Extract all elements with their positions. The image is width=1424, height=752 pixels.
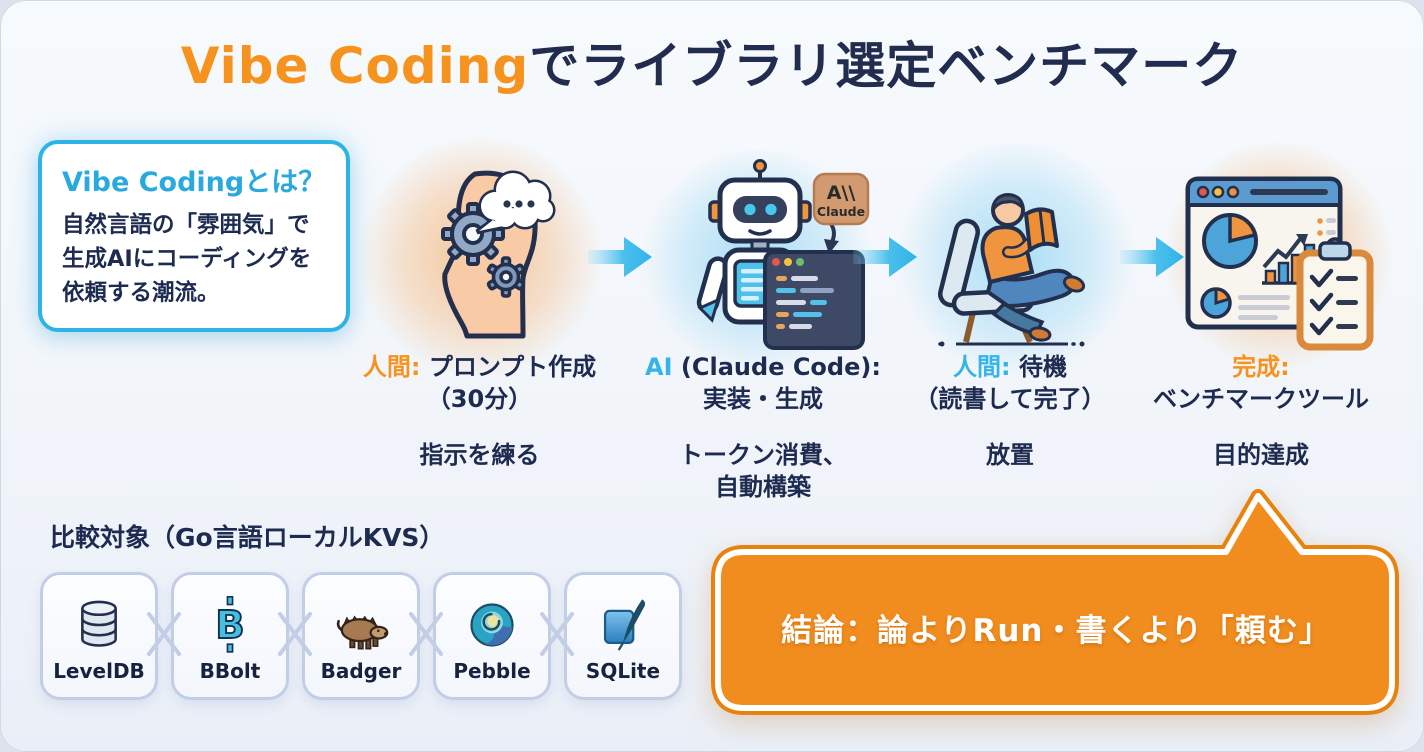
- reading-person-icon: [938, 193, 1086, 347]
- title-highlight: Vibe Coding: [180, 37, 530, 95]
- svg-text:B: B: [215, 603, 244, 648]
- page-title: Vibe Codingでライブラリ選定ベンチマーク: [0, 26, 1424, 98]
- flow-arrow-icon: [853, 237, 917, 277]
- card-connector-icon: [409, 612, 443, 656]
- step-label-line2: 実装・生成: [703, 384, 823, 413]
- pebble-swirl-icon: [470, 603, 514, 647]
- flow-arrow-icon: [588, 237, 652, 277]
- ai-robot-icon: A\\ Claude: [696, 159, 870, 350]
- kvs-label: LevelDB: [53, 659, 145, 683]
- step-sublabel: トークン消費、自動構築: [679, 440, 847, 501]
- bolt-b-icon: B: [214, 596, 246, 653]
- step-caption-complete: 完成: ベンチマークツール 目的達成: [1136, 352, 1386, 472]
- step-label: 人間: プロンプト作成: [362, 353, 597, 381]
- conclusion-text: 結論：論よりRun・書くより「頼む」: [781, 612, 1331, 649]
- claude-logo-mark: A\\: [827, 182, 856, 204]
- card-connector-icon: [278, 612, 312, 656]
- title-rest: でライブラリ選定ベンチマーク: [529, 37, 1244, 95]
- kvs-label: Pebble: [453, 659, 531, 683]
- claude-badge-label: Claude: [817, 204, 865, 219]
- step-label: 完成:: [1232, 353, 1290, 381]
- badger-animal-icon: [336, 615, 389, 650]
- card-connector-icon: [147, 612, 181, 656]
- flow-arrow-icon: [1120, 237, 1184, 277]
- kvs-card-bbolt: B BBolt: [171, 572, 289, 700]
- sqlite-feather-icon: [603, 599, 646, 651]
- step-label: AI (Claude Code):: [645, 353, 881, 381]
- step-sublabel: 放置: [986, 440, 1034, 469]
- step-caption-human-prompt: 人間: プロンプト作成 （30分） 指示を練る: [352, 352, 607, 472]
- kvs-card-badger: Badger: [302, 572, 420, 700]
- step-label: 人間: 待機: [953, 353, 1067, 381]
- step-label-line2: （読書して完了）: [914, 384, 1106, 413]
- claude-badge: A\\ Claude: [812, 172, 870, 226]
- kvs-card-pebble: Pebble: [433, 572, 551, 700]
- kvs-card-sqlite: SQLite: [564, 572, 682, 700]
- step-sublabel: 指示を練る: [419, 440, 540, 469]
- comparison-section-label: 比較対象（Go言語ローカルKVS）: [50, 523, 445, 552]
- step-caption-ai-claude: AI (Claude Code): 実装・生成 トークン消費、自動構築: [628, 352, 898, 504]
- conclusion-speech-bubble: [711, 489, 1399, 715]
- benchmark-dashboard-icon: [1185, 176, 1374, 351]
- step-label-line2: ベンチマークツール: [1153, 384, 1369, 413]
- callout-title: Vibe Codingとは？: [62, 167, 326, 198]
- callout-body: 自然言語の「雰囲気」で 生成AIにコーディングを 依頼する潮流。: [62, 212, 312, 306]
- thinking-head-icon: [441, 170, 556, 339]
- kvs-label: BBolt: [199, 659, 261, 683]
- step-label-line2: （30分）: [426, 384, 533, 413]
- database-cylinder-icon: [81, 600, 117, 647]
- card-connector-icon: [540, 612, 574, 656]
- vibe-coding-definition-callout: Vibe Codingとは？ 自然言語の「雰囲気」で 生成AIにコーディングを …: [38, 140, 350, 333]
- step-caption-human-wait: 人間: 待機 （読書して完了） 放置: [900, 352, 1120, 472]
- kvs-card-leveldb: LevelDB: [40, 572, 158, 700]
- kvs-label: Badger: [320, 659, 402, 683]
- step-sublabel: 目的達成: [1213, 440, 1309, 469]
- kvs-label: SQLite: [585, 659, 661, 683]
